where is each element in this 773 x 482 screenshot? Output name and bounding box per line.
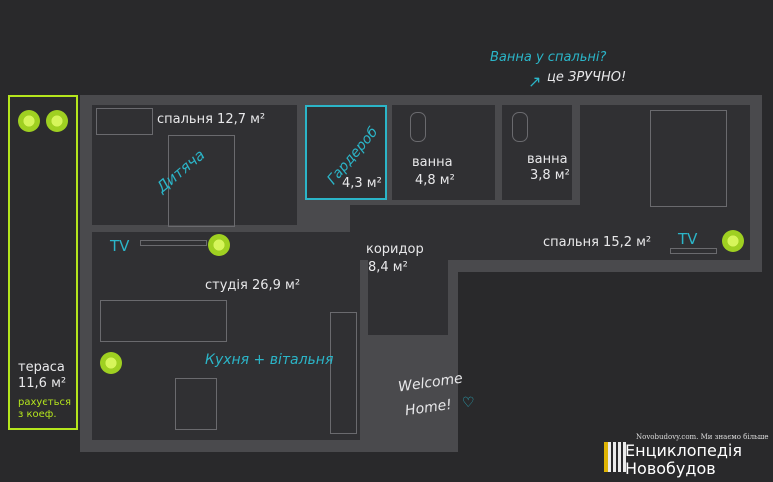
terrace-area: 11,6 м² xyxy=(18,376,67,391)
bed-small xyxy=(168,135,235,227)
tv-stand-studio xyxy=(140,240,207,246)
logo-tagline: Novobudovy.com. Ми знаємо більше xyxy=(636,433,769,441)
terrace-name: тераса xyxy=(18,360,65,375)
terrace-note-2: з коеф. xyxy=(18,409,57,420)
toilet-2 xyxy=(512,112,528,142)
plant-icon xyxy=(722,230,744,252)
tv-stand-bedroom xyxy=(670,248,717,254)
arrow-icon: ↗ xyxy=(528,72,542,91)
toilet-1 xyxy=(410,112,426,142)
bath1-area: 4,8 м² xyxy=(415,173,455,188)
bath2-area: 3,8 м² xyxy=(530,168,570,183)
wardrobe-area: 4,3 м² xyxy=(342,176,382,191)
room-bedroom-large xyxy=(580,105,750,260)
terrace-note-1: рахується xyxy=(18,397,72,408)
studio-label: студія 26,9 м² xyxy=(205,278,300,293)
room-bath1 xyxy=(392,105,495,200)
room-wardrobe xyxy=(305,105,387,200)
terrace xyxy=(8,95,78,430)
kitchen-counter xyxy=(330,312,357,434)
sofa xyxy=(100,300,227,342)
room-bedroom-small xyxy=(92,105,297,225)
logo-grid-icon xyxy=(604,442,626,472)
bedroom-small-label: спальня 12,7 м² xyxy=(157,112,265,127)
corridor-area: 8,4 м² xyxy=(368,260,408,275)
logo-line-1: Енциклопедія xyxy=(625,441,742,460)
room-corridor xyxy=(350,205,580,260)
studio-tag: Кухня + вітальня xyxy=(205,352,334,368)
room-area: 12,7 м² xyxy=(217,112,266,127)
dining-table xyxy=(175,378,217,430)
room-bath2 xyxy=(502,105,572,200)
room-name: спальня xyxy=(157,112,213,127)
heart-icon: ♡ xyxy=(462,395,475,411)
room-area: 15,2 м² xyxy=(603,235,652,250)
bath-answer: це ЗРУЧНО! xyxy=(547,70,627,85)
bath2-name: ванна xyxy=(527,152,568,167)
logo-line-2: Новобудов xyxy=(625,459,716,478)
tv-label-bedroom: TV xyxy=(678,230,698,248)
bed-large xyxy=(650,110,727,207)
tv-label-studio: TV xyxy=(110,237,130,255)
plant-icon xyxy=(100,352,122,374)
bath1-name: ванна xyxy=(412,155,453,170)
desk xyxy=(96,108,153,135)
plant-icon xyxy=(46,110,68,132)
room-area: 26,9 м² xyxy=(251,278,301,293)
room-corridor-lower xyxy=(368,255,448,335)
bath-question: Ванна у спальні? xyxy=(490,50,607,65)
plant-icon xyxy=(208,234,230,256)
room-name: студія xyxy=(205,278,248,293)
bedroom-large-label: спальня 15,2 м² xyxy=(543,235,651,250)
plant-icon xyxy=(18,110,40,132)
logo: Novobudovy.com. Ми знаємо більше Енцикло… xyxy=(604,432,769,480)
room-name: спальня xyxy=(543,235,599,250)
corridor-name: коридор xyxy=(366,242,424,257)
